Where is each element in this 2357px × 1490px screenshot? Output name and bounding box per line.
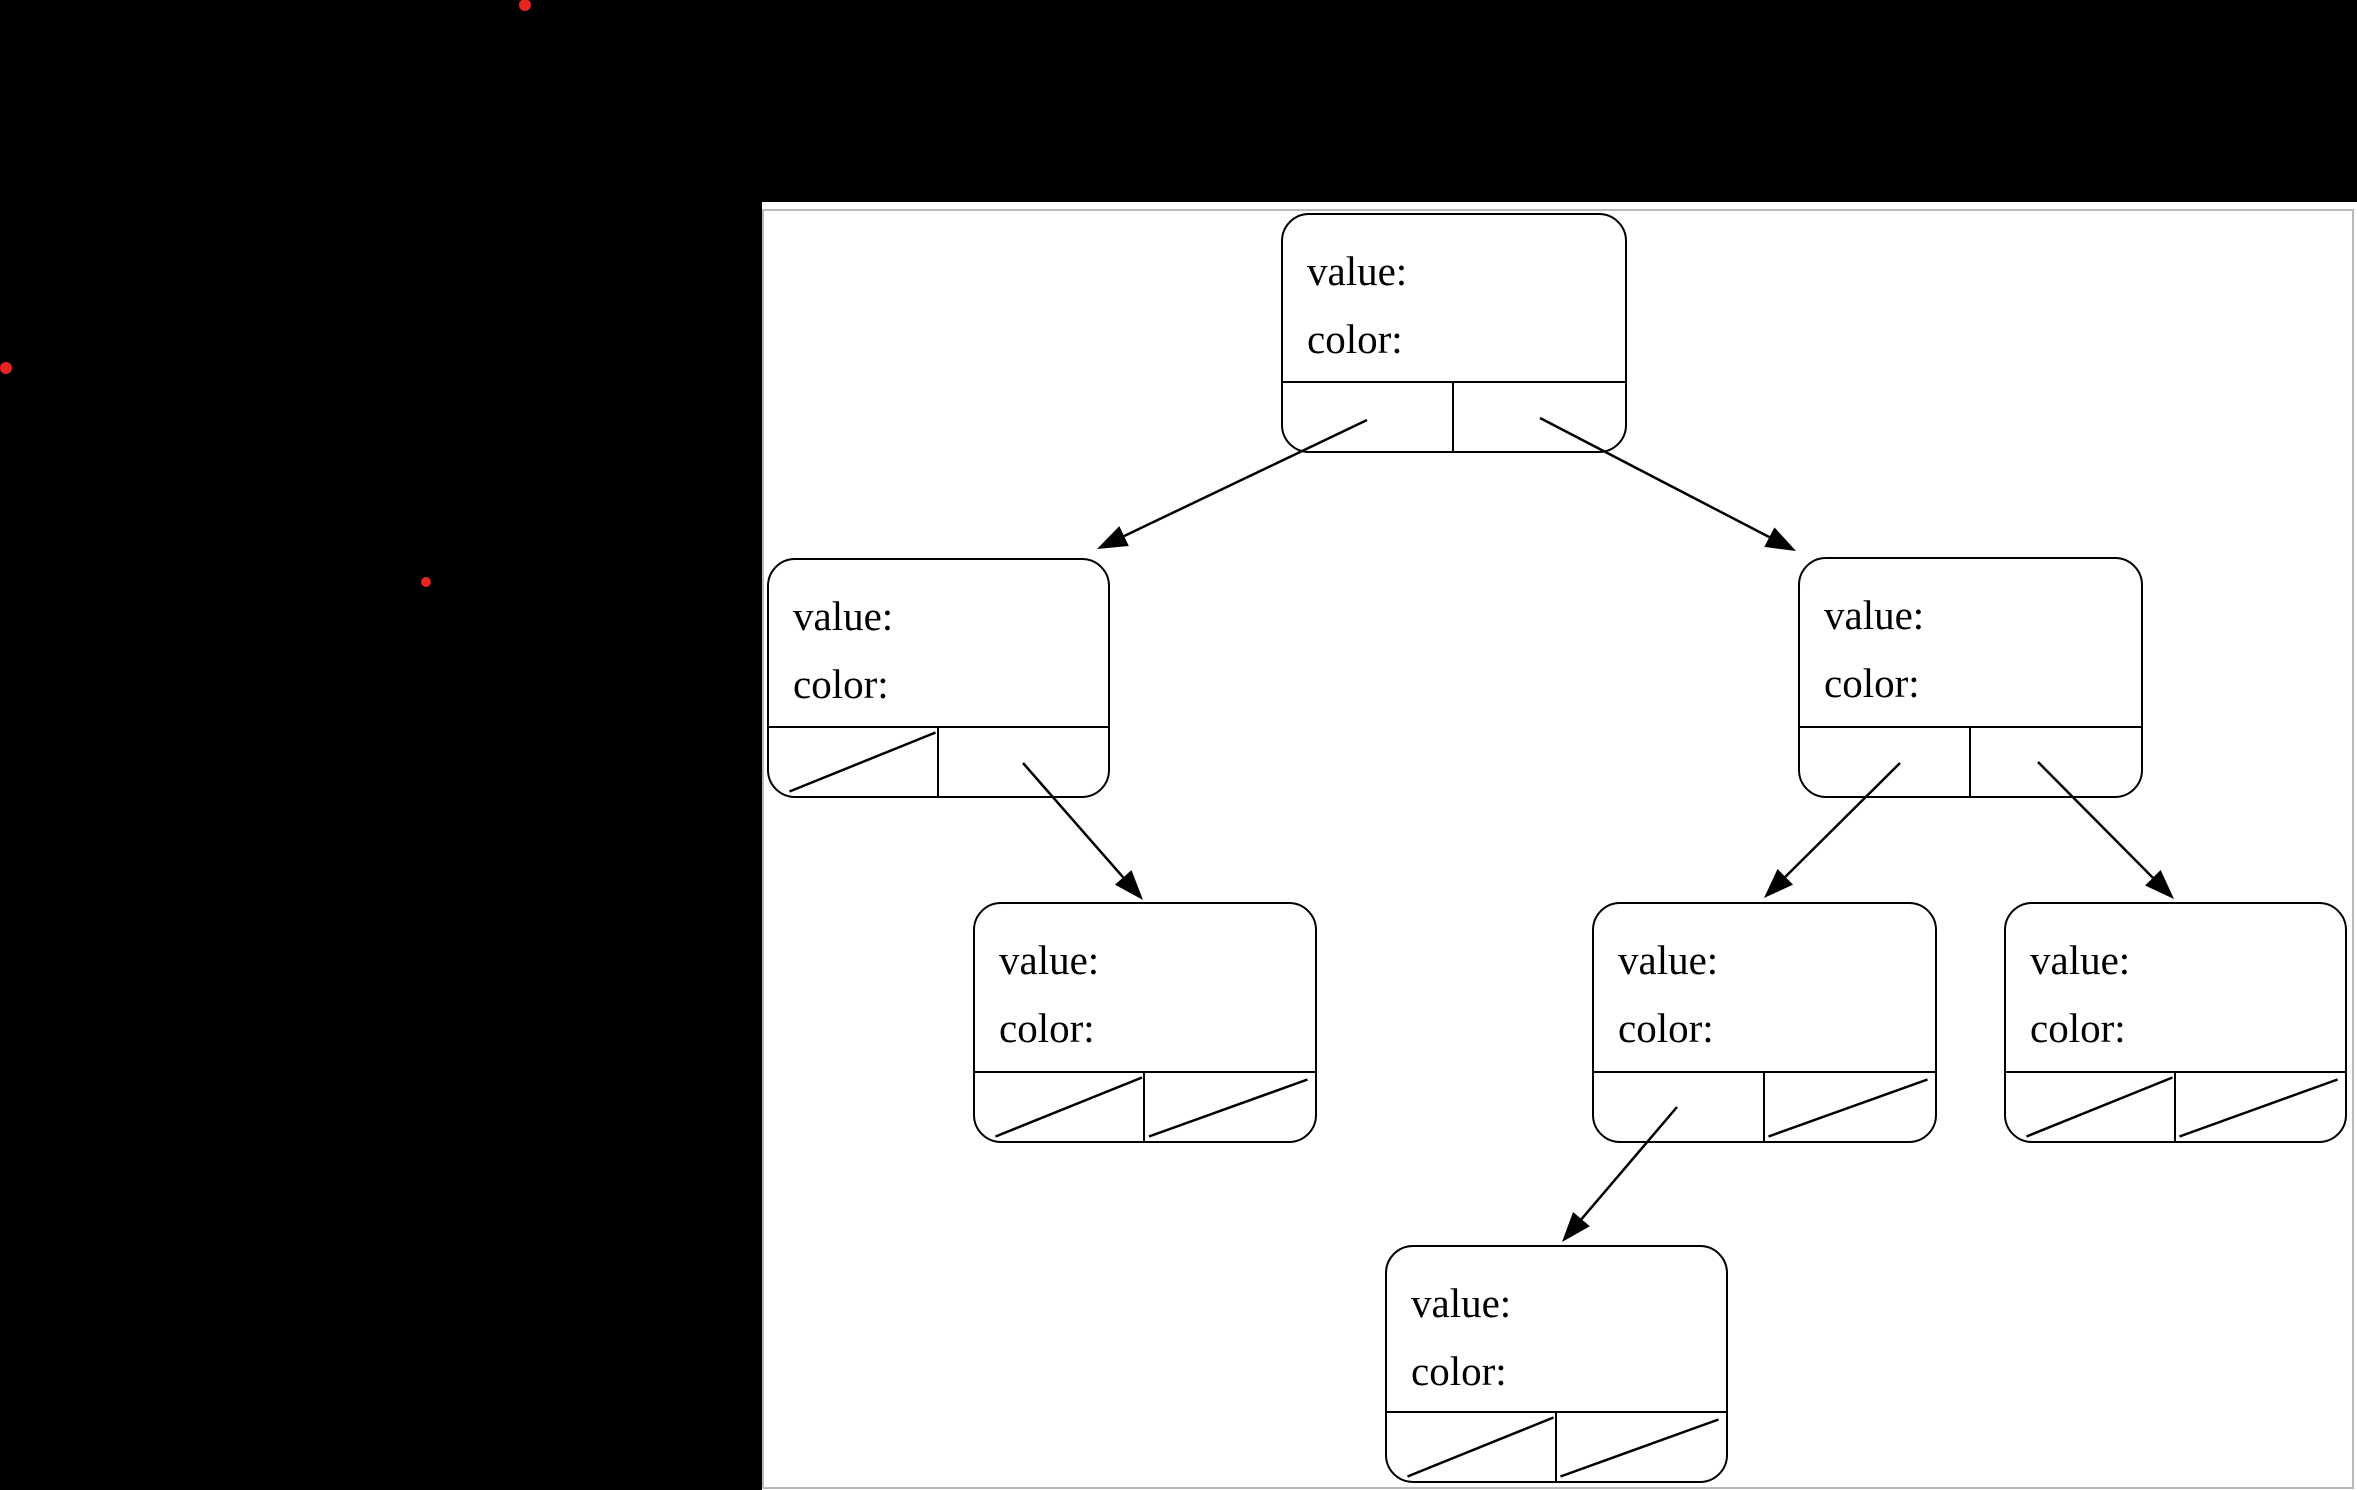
node-value-label: value: bbox=[1618, 937, 1719, 983]
node-value-label: value: bbox=[999, 937, 1100, 983]
tree-node-left-child: value: color: bbox=[767, 558, 1110, 798]
red-marker-dot bbox=[421, 577, 431, 587]
pointer-row bbox=[2006, 1071, 2345, 1141]
node-color-label: color: bbox=[999, 1005, 1095, 1051]
node-color-label: color: bbox=[1411, 1348, 1507, 1394]
tree-node-right-left-grandchild: value: color: bbox=[1592, 902, 1937, 1143]
left-pointer-cell bbox=[975, 1073, 1145, 1141]
pointer-row bbox=[1800, 726, 2141, 796]
left-pointer-cell bbox=[1800, 728, 1971, 796]
left-pointer-cell bbox=[1387, 1413, 1557, 1481]
right-pointer-cell bbox=[1765, 1073, 1936, 1141]
left-pointer-cell bbox=[2006, 1073, 2176, 1141]
pointer-row bbox=[1594, 1071, 1935, 1141]
node-value-label: value: bbox=[1411, 1280, 1512, 1326]
right-pointer-cell bbox=[1454, 383, 1625, 451]
node-value-label: value: bbox=[1307, 248, 1408, 294]
left-pointer-cell bbox=[769, 728, 939, 796]
tree-node-bottom-node: value: color: bbox=[1385, 1245, 1728, 1483]
node-value-label: value: bbox=[2030, 937, 2131, 983]
tree-node-root: value: color: bbox=[1281, 213, 1627, 453]
node-color-label: color: bbox=[2030, 1005, 2126, 1051]
right-pointer-cell bbox=[1145, 1073, 1315, 1141]
red-marker-dot bbox=[0, 362, 12, 374]
node-color-label: color: bbox=[1824, 660, 1920, 706]
node-value-label: value: bbox=[1824, 592, 1925, 638]
tree-node-right-right-grandchild: value: color: bbox=[2004, 902, 2347, 1143]
pointer-row bbox=[1283, 381, 1625, 451]
pointer-row bbox=[975, 1071, 1315, 1141]
node-color-label: color: bbox=[1618, 1005, 1714, 1051]
right-pointer-cell bbox=[1557, 1413, 1727, 1481]
node-color-label: color: bbox=[793, 661, 889, 707]
pointer-row bbox=[769, 726, 1108, 796]
pointer-row bbox=[1387, 1411, 1726, 1481]
node-color-label: color: bbox=[1307, 316, 1403, 362]
right-pointer-cell bbox=[1971, 728, 2142, 796]
right-pointer-cell bbox=[939, 728, 1109, 796]
tree-node-right-child: value: color: bbox=[1798, 557, 2143, 798]
node-value-label: value: bbox=[793, 593, 894, 639]
left-pointer-cell bbox=[1594, 1073, 1765, 1141]
red-marker-dot bbox=[519, 0, 531, 11]
right-pointer-cell bbox=[2176, 1073, 2346, 1141]
tree-node-left-right-grandchild: value: color: bbox=[973, 902, 1317, 1143]
left-pointer-cell bbox=[1283, 383, 1454, 451]
